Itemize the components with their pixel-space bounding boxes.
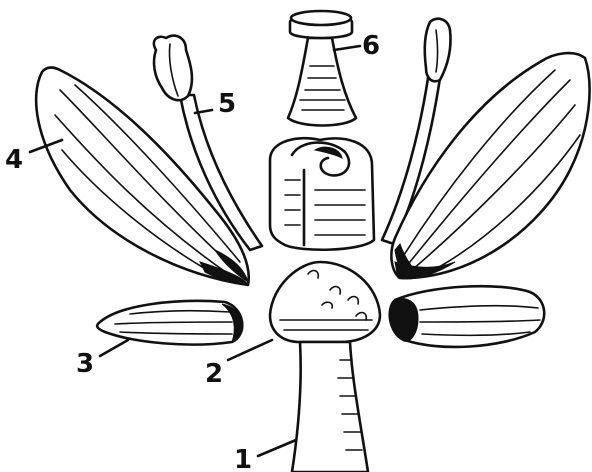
leader-line-3 [100, 340, 128, 356]
receptacle [270, 262, 380, 342]
left-small-petal [97, 301, 242, 345]
label-6: 6 [362, 31, 380, 61]
label-3: 3 [76, 349, 94, 379]
label-1: 1 [234, 445, 252, 472]
label-2: 2 [205, 359, 223, 389]
pistil-stigma-style [288, 11, 356, 126]
right-small-petal [390, 286, 545, 347]
leader-line-6 [334, 46, 360, 50]
leader-line-2 [228, 340, 272, 360]
label-4: 4 [5, 145, 23, 175]
ovary [270, 138, 374, 250]
pedicel-stalk [292, 342, 368, 472]
label-5: 5 [218, 89, 236, 119]
leader-line-1 [258, 440, 296, 456]
